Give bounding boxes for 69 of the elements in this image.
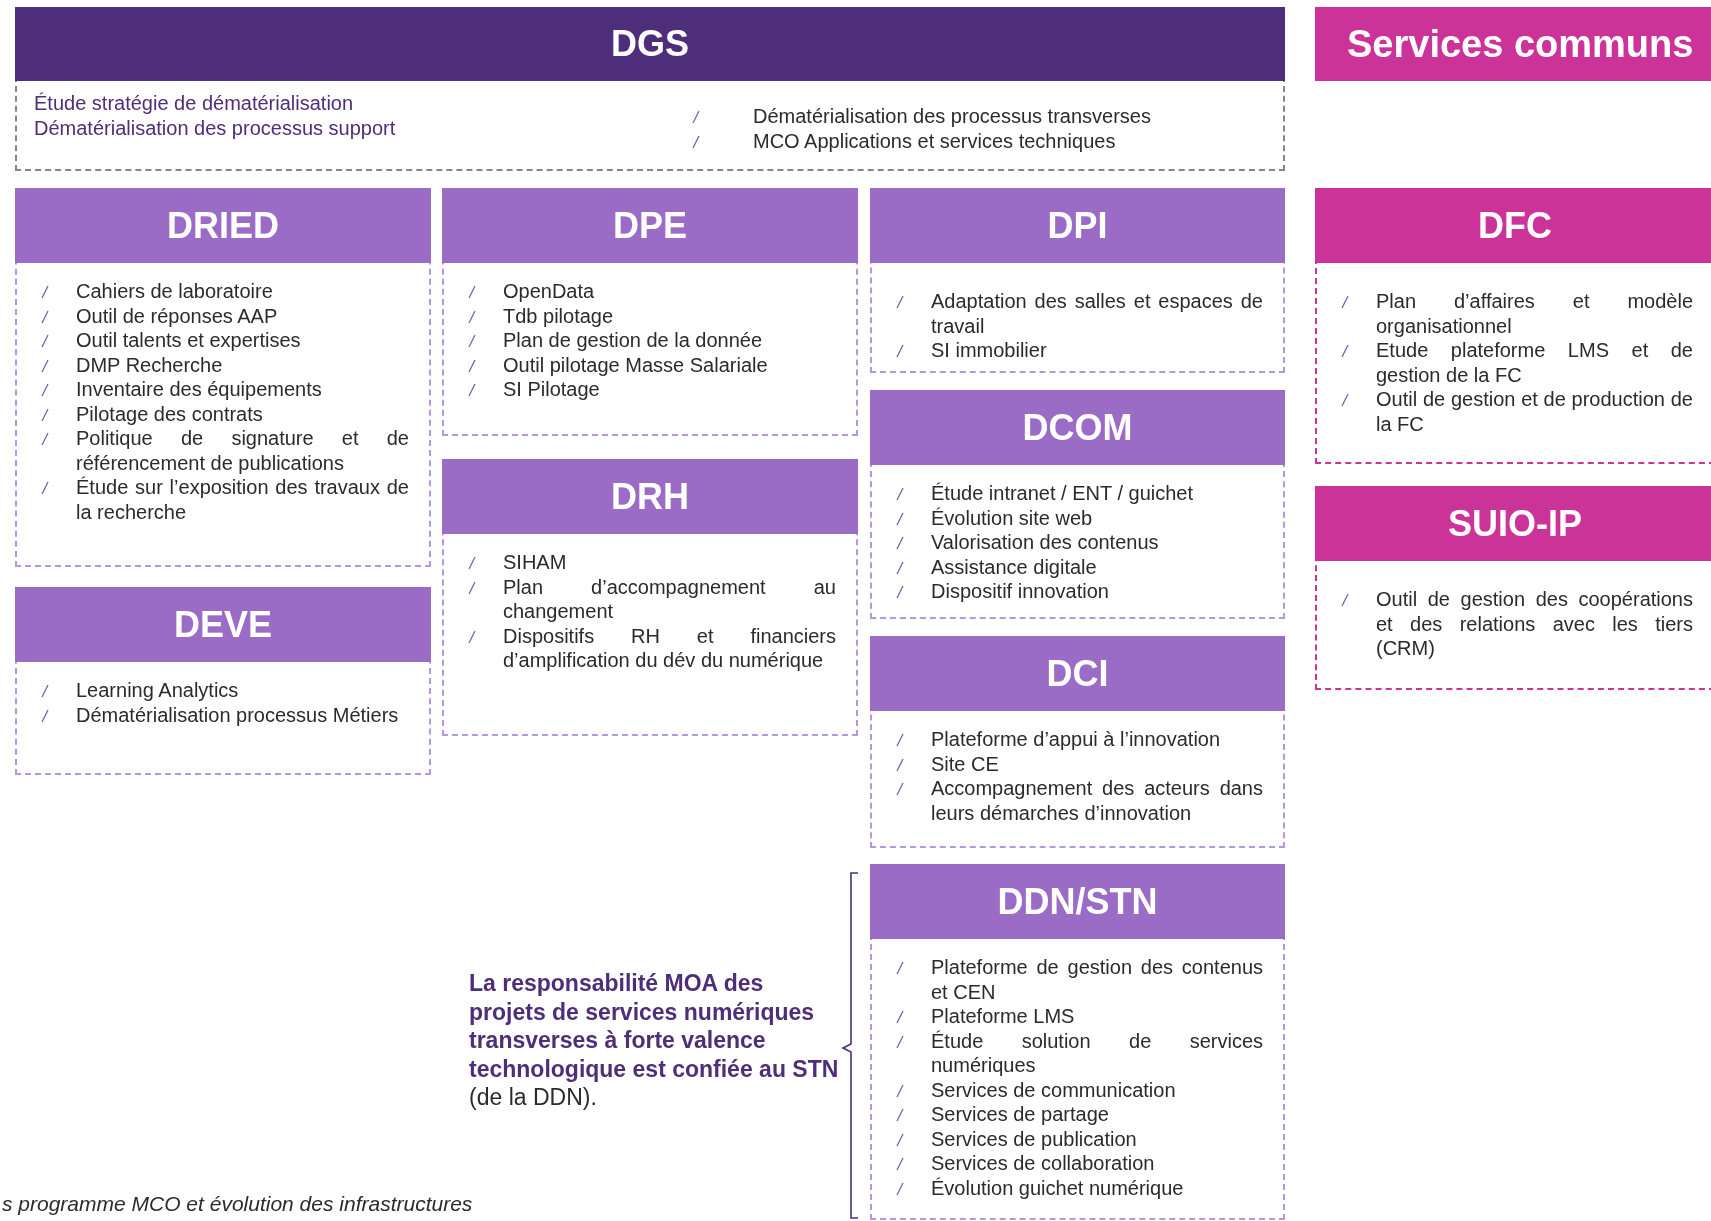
item-text: Services de partage [931,1102,1110,1127]
department-panel [870,188,1285,373]
panel-header: DEVE [15,587,431,662]
panel-header: DFC [1315,188,1711,263]
item-text: Étude stratégie de dématérialisation [34,91,355,116]
item-text: DMP Recherche [76,352,224,377]
panel-header: DRH [442,459,858,534]
header-banner: Services communs [1315,7,1711,81]
item-text: Dispositifs RH et financiers d’amplification du dév du numérique [503,623,836,673]
item-text: SI Pilotage [503,377,601,402]
item-text: Inventaire des équipements [76,377,323,402]
item-text: Plateforme de gestion des contenus et CEN [931,955,1263,1004]
item-text: Évolution site web [931,505,1094,530]
item-text: Dématérialisation des processus support [34,115,397,140]
item-text: Étude sur l’exposition des travaux de la recherche [76,475,409,524]
item-text: Dématérialisation processus Métiers [76,702,400,727]
item-text: Services de collaboration [931,1151,1156,1176]
panel-header: DPI [870,188,1285,263]
item-text: Pilotage des contrats [76,401,264,426]
item-text: Dématérialisation des processus transverses [753,104,1152,129]
panel-header: DDN/STN [870,864,1285,939]
item-text: Cahiers de laboratoire [76,279,274,304]
item-text: Assistance digitale [931,554,1098,579]
panel-header: DCI [870,636,1285,711]
note-text: La responsabilité MOA des projets de services numériques transverses à forte valence technologique est confiée au STN (de la DDN). [469,969,840,1112]
item-text: Plateforme d’appui à l’innovation [931,727,1222,752]
item-text: Outil de gestion des coopérations et des relations avec les tiers (CRM) [1376,587,1693,661]
item-text: Outil talents et expertises [76,328,302,353]
department-panel [15,7,1285,171]
panel-header: DGS [15,7,1285,81]
item-text: Plan de gestion de la donnée [503,328,764,353]
item-text: Tdb pilotage [503,303,615,328]
item-text: Accompagnement des acteurs dans leurs démarches d’innovation [931,776,1263,825]
item-text: Learning Analytics [76,678,240,703]
item-text: Etude plateforme LMS et de gestion de la FC [1376,338,1693,387]
panel-header: SUIO-IP [1315,486,1711,561]
department-panel [1315,486,1711,690]
item-text: Services de communication [931,1077,1177,1102]
department-panel [1315,188,1711,464]
item-text: Plan d’accompagnement au changement [503,574,836,624]
department-panel [442,188,858,436]
footnote-text: s programme MCO et évolution des infrastructures [2,1192,474,1216]
item-text: Site CE [931,751,1000,776]
item-text: SI immobilier [931,338,1048,363]
item-text: Outil pilotage Masse Salariale [503,352,769,377]
department-panel [870,390,1285,619]
item-text: Valorisation des contenus [931,530,1160,555]
item-text: Plateforme LMS [931,1004,1076,1029]
department-panel [15,188,431,567]
item-text: MCO Applications et services techniques [753,128,1117,153]
item-text: Évolution guichet numérique [931,1175,1185,1200]
item-text: Services de publication [931,1126,1138,1151]
department-panel [870,636,1285,848]
item-text: Plan d’affaires et modèle organisationnel [1376,289,1693,338]
item-text: OpenData [503,279,596,304]
item-text: Étude solution de services numériques [931,1028,1263,1078]
item-text: Dispositif innovation [931,579,1110,604]
item-text: Outil de gestion et de production de la FC [1376,387,1693,436]
item-text: Étude intranet / ENT / guichet [931,481,1194,506]
item-text: Adaptation des salles et espaces de travail [931,289,1263,338]
item-text: Politique de signature et de référencement de publications [76,426,409,475]
item-text: SIHAM [503,550,568,575]
panel-header: DCOM [870,390,1285,465]
panel-header: DPE [442,188,858,263]
department-panel [870,864,1285,1220]
item-text: Outil de réponses AAP [76,303,279,328]
department-panel [15,587,431,775]
panel-header: DRIED [15,188,431,263]
department-panel [442,459,858,736]
